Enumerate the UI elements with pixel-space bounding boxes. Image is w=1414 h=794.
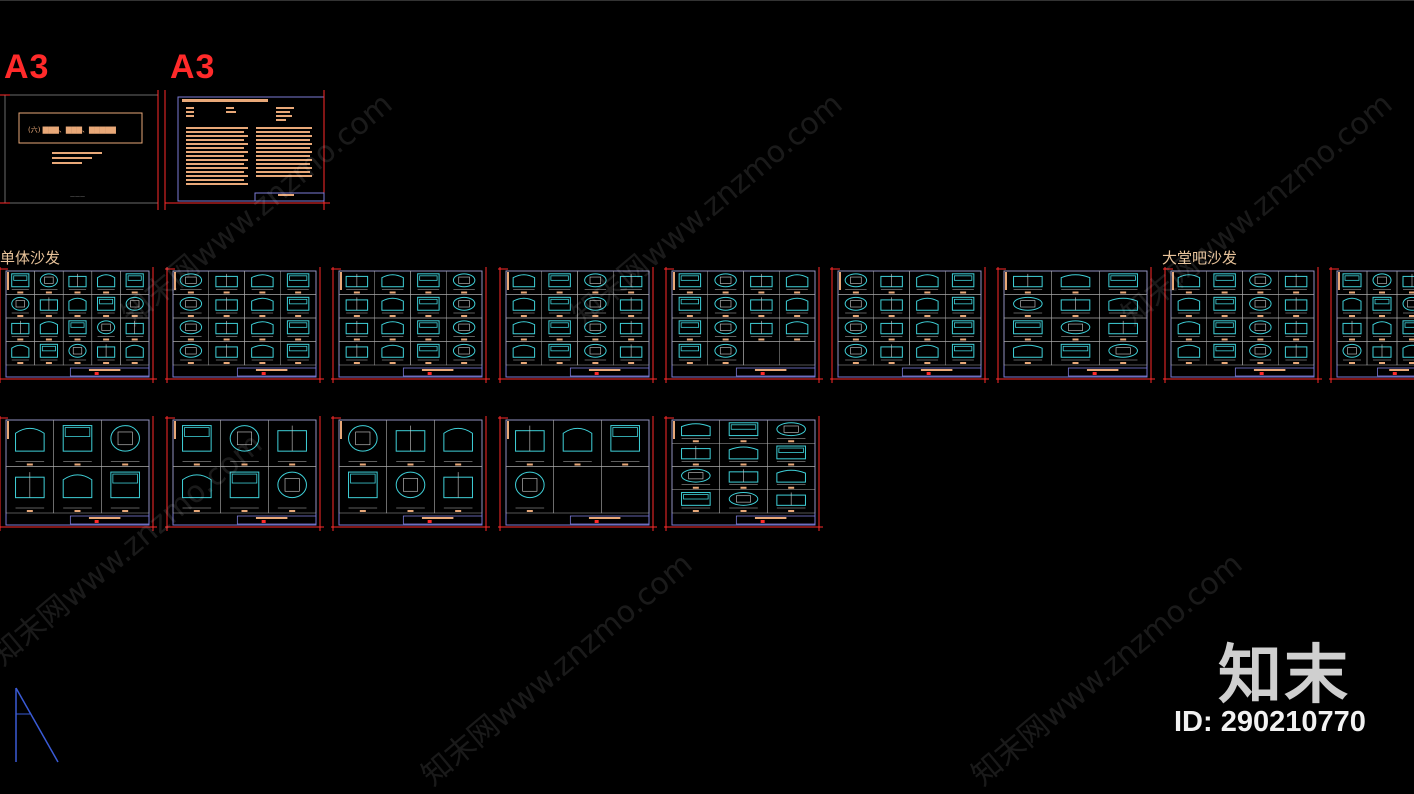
drawing-sheet[interactable] <box>498 416 657 531</box>
brand-watermark: 知末 <box>1218 624 1350 716</box>
drawing-sheet[interactable] <box>1329 267 1414 383</box>
drawing-sheet[interactable] <box>331 267 490 383</box>
drawing-sheets[interactable] <box>0 0 1414 764</box>
id-watermark: ID: 290210770 <box>1174 706 1366 739</box>
cad-model-space[interactable]: A3 A3 (六) ▇▇▇、▇▇▇、▇▇▇▇▇ ——— <box>0 0 1414 764</box>
drawing-sheet[interactable] <box>331 416 490 531</box>
drawing-sheet[interactable] <box>664 416 823 531</box>
drawing-sheet[interactable] <box>664 267 823 383</box>
ucs-icon <box>10 684 70 764</box>
drawing-sheet[interactable] <box>830 267 989 383</box>
